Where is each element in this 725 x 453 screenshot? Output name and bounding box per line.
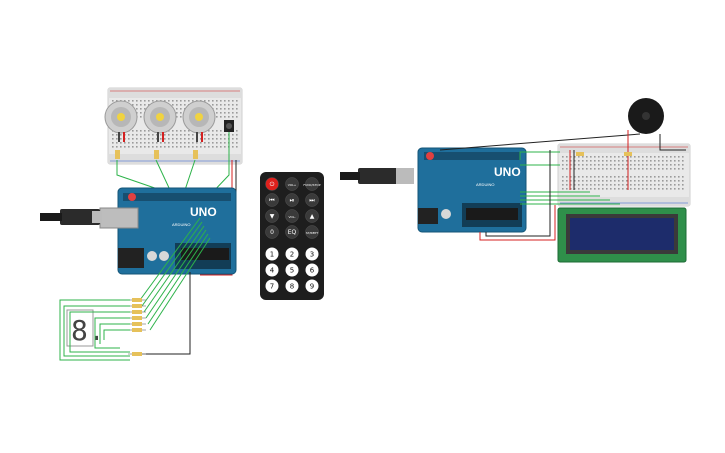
remote-digit-button[interactable]: 7 bbox=[265, 279, 279, 293]
remote-digit-label: 7 bbox=[270, 283, 274, 291]
dc-motor[interactable] bbox=[182, 100, 216, 142]
remote-button-label: EQ bbox=[288, 229, 297, 236]
remote-digit-button[interactable]: 8 bbox=[285, 279, 299, 293]
remote-button[interactable]: 0 bbox=[265, 225, 279, 239]
resistor-bank bbox=[128, 298, 146, 356]
ir-remote[interactable]: ⏻ VOL+ FUNC/STOP ⏮ ⏯ ⏭ ▼ VOL- ▲ 0 EQ ST/REPT 1 2 3 4 5 6 7… bbox=[260, 172, 324, 300]
remote-button-label: ▼ bbox=[270, 213, 275, 220]
remote-button-label: 0 bbox=[270, 229, 274, 236]
resistor bbox=[128, 316, 146, 320]
piezo-buzzer[interactable] bbox=[628, 98, 664, 134]
remote-button-label: ⏮ bbox=[269, 197, 275, 204]
resistor bbox=[128, 322, 146, 326]
board-brand-text: ARDUINO bbox=[172, 222, 190, 227]
resistor bbox=[128, 304, 146, 308]
remote-digit-label: 2 bbox=[290, 251, 294, 259]
resistor bbox=[576, 152, 584, 156]
ir-receiver[interactable] bbox=[224, 120, 234, 132]
transistor[interactable] bbox=[193, 150, 198, 159]
board-logo-text: UNO bbox=[494, 165, 521, 179]
remote-button-label: ⏯ bbox=[290, 197, 295, 204]
remote-button[interactable]: ▼ bbox=[265, 209, 279, 223]
breadboard-right[interactable] bbox=[557, 143, 691, 207]
remote-digit-label: 5 bbox=[290, 267, 294, 275]
remote-button[interactable]: VOL+ bbox=[285, 177, 299, 191]
remote-digit-button[interactable]: 3 bbox=[305, 247, 319, 261]
resistor bbox=[624, 152, 632, 156]
remote-button-label: VOL+ bbox=[288, 183, 297, 187]
remote-digit-button[interactable]: 9 bbox=[305, 279, 319, 293]
remote-digit-button[interactable]: 6 bbox=[305, 263, 319, 277]
remote-button-label: ▲ bbox=[310, 213, 315, 220]
resistor bbox=[128, 352, 146, 356]
resistor bbox=[128, 328, 146, 332]
remote-button[interactable]: VOL- bbox=[285, 209, 299, 223]
remote-button[interactable]: ⏭ bbox=[305, 193, 319, 207]
remote-digit-button[interactable]: 4 bbox=[265, 263, 279, 277]
dc-motor[interactable] bbox=[143, 100, 177, 142]
remote-button-label: ⏭ bbox=[309, 197, 315, 204]
remote-button-label: VOL- bbox=[288, 215, 295, 219]
remote-digit-button[interactable]: 1 bbox=[265, 247, 279, 261]
remote-digit-label: 1 bbox=[270, 251, 274, 259]
remote-button[interactable]: FUNC/STOP bbox=[303, 177, 321, 191]
remote-digit-label: 8 bbox=[290, 283, 294, 291]
lcd-display-16x2[interactable] bbox=[557, 207, 687, 263]
seven-segment-digit: 8. bbox=[71, 314, 105, 347]
transistor[interactable] bbox=[115, 150, 120, 159]
arduino-uno-right[interactable]: UNO ARDUINO bbox=[417, 147, 527, 233]
usb-cable-right[interactable] bbox=[340, 168, 414, 184]
remote-button[interactable]: EQ bbox=[285, 225, 299, 239]
remote-button[interactable]: ⏯ bbox=[285, 193, 299, 207]
seven-segment-display[interactable]: 8. bbox=[66, 309, 105, 347]
dc-motor[interactable] bbox=[104, 100, 138, 142]
remote-button-label: FUNC/STOP bbox=[303, 183, 320, 187]
remote-digit-label: 6 bbox=[310, 267, 315, 275]
remote-button[interactable]: ▲ bbox=[305, 209, 319, 223]
board-logo-text: UNO bbox=[190, 205, 217, 219]
usb-cable-left[interactable] bbox=[40, 209, 102, 225]
remote-digit-label: 4 bbox=[270, 267, 275, 275]
remote-button[interactable]: ⏻ bbox=[265, 177, 279, 191]
breadboard-holes bbox=[562, 156, 684, 190]
wires-left-bottom bbox=[139, 217, 211, 355]
remote-digit-button[interactable]: 5 bbox=[285, 263, 299, 277]
remote-button-label: ⏻ bbox=[270, 181, 275, 188]
remote-digit-label: 9 bbox=[310, 283, 314, 291]
remote-digit-label: 3 bbox=[310, 251, 314, 259]
wires-seven-segment bbox=[59, 299, 130, 361]
remote-button-label: ST/REPT bbox=[306, 231, 319, 235]
resistor bbox=[128, 310, 146, 314]
resistor bbox=[128, 298, 146, 302]
remote-digit-button[interactable]: 2 bbox=[285, 247, 299, 261]
remote-button[interactable]: ST/REPT bbox=[305, 225, 319, 239]
wires-right bbox=[439, 130, 686, 241]
remote-button[interactable]: ⏮ bbox=[265, 193, 279, 207]
board-brand-text: ARDUINO bbox=[476, 182, 494, 187]
transistor[interactable] bbox=[154, 150, 159, 159]
remote-buttons[interactable]: ⏻ VOL+ FUNC/STOP ⏮ ⏯ ⏭ ▼ VOL- ▲ 0 EQ ST/REPT 1 2 3 4 5 6 7… bbox=[265, 177, 321, 293]
